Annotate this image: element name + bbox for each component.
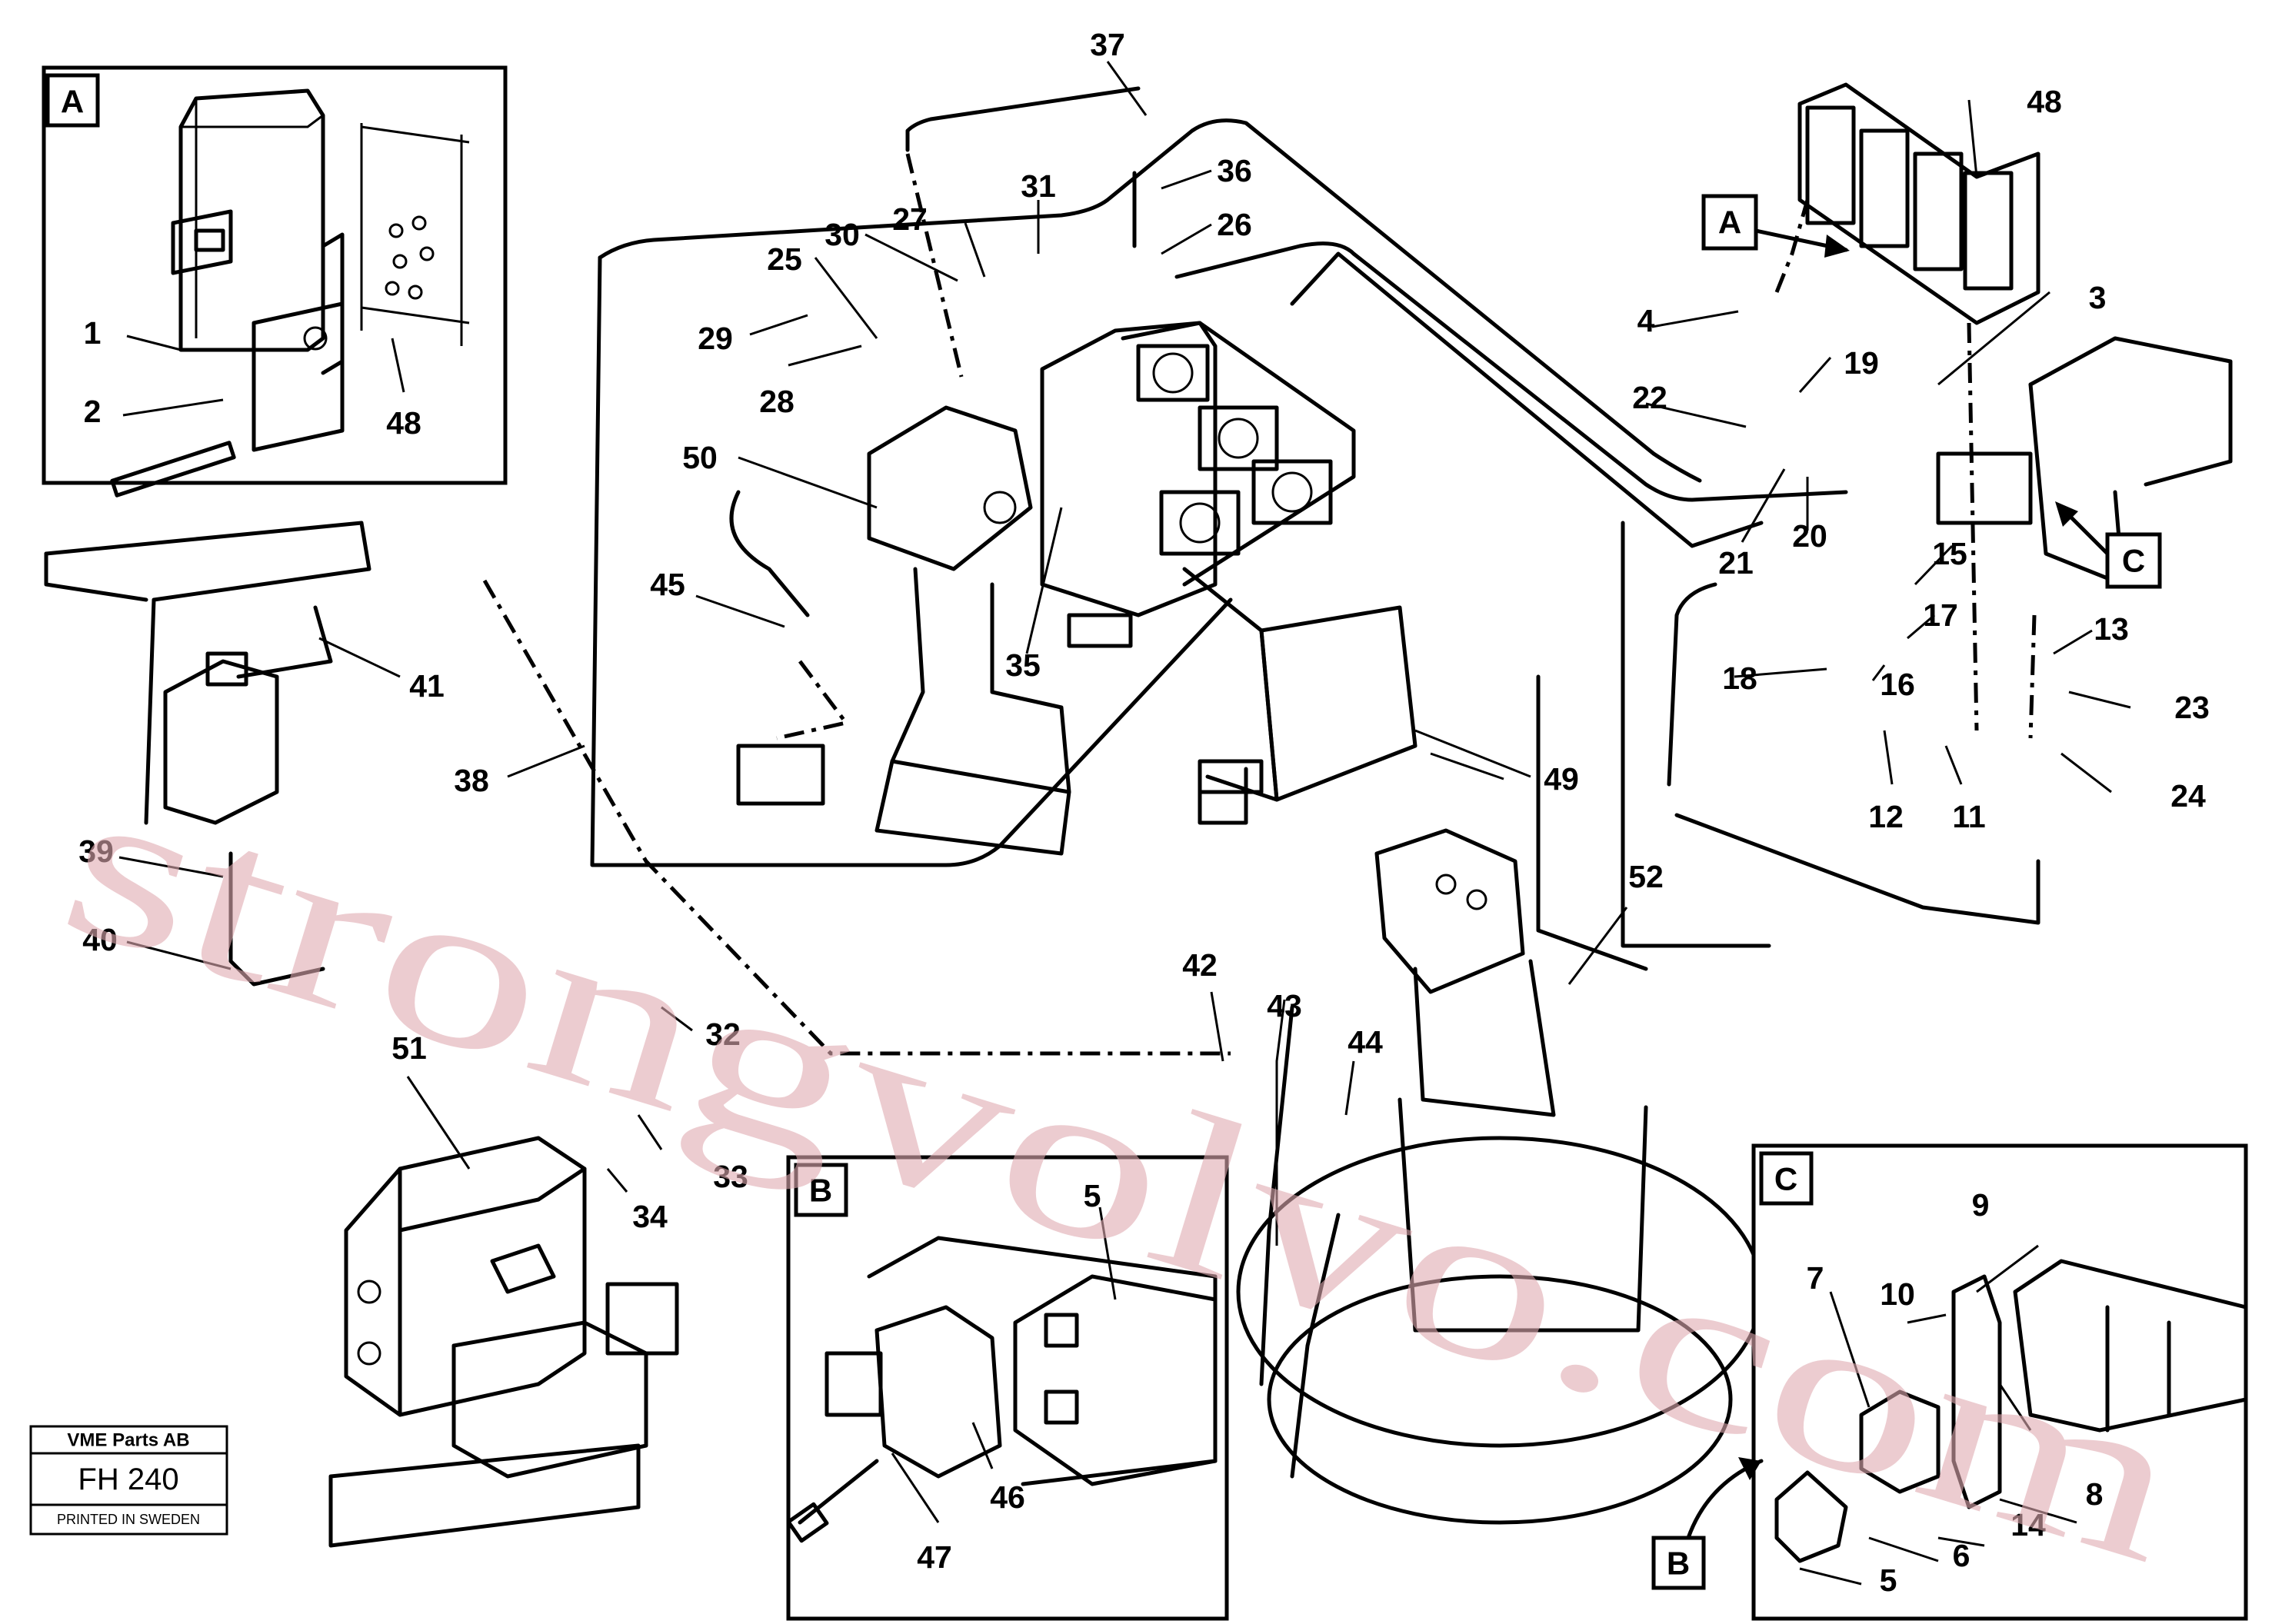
label-part-24: 24	[2170, 778, 2206, 814]
callout-c-inset: C	[1774, 1161, 1797, 1197]
label-part-16: 16	[1880, 667, 1915, 702]
label-part-44: 44	[1348, 1024, 1383, 1060]
stamp-company: VME Parts AB	[67, 1430, 189, 1451]
lower-valve-drawing	[328, 1136, 679, 1548]
label-part-7: 7	[1807, 1260, 1824, 1296]
inset-a: A 1 2 48	[42, 65, 508, 498]
stamp-printed: PRINTED IN SWEDEN	[57, 1512, 200, 1527]
joystick-drawing	[1236, 828, 1764, 1525]
label-part-33: 33	[713, 1159, 748, 1194]
label-part-43: 43	[1267, 988, 1302, 1023]
label-part-29: 29	[698, 321, 733, 356]
label-part-4: 4	[1637, 303, 1655, 338]
bracket-c-drawing	[1936, 336, 2233, 587]
main-part-labels: 37 36 26 31 27 30 25 29 28 50 35 45 41 3…	[78, 27, 2210, 1234]
label-part-26: 26	[1217, 207, 1252, 242]
label-part-51: 51	[391, 1030, 427, 1066]
callout-b-inset: B	[809, 1173, 832, 1209]
label-part-13: 13	[2094, 611, 2129, 647]
label-part-10: 10	[1880, 1276, 1915, 1312]
label-part-12: 12	[1868, 799, 1904, 834]
label-part-34: 34	[632, 1199, 668, 1234]
label-part-52: 52	[1628, 859, 1664, 894]
label-part-22: 22	[1632, 380, 1667, 415]
label-part-20: 20	[1792, 518, 1827, 554]
label-part-39: 39	[78, 834, 114, 869]
label-part-31: 31	[1021, 168, 1056, 204]
label-part-41: 41	[409, 668, 445, 704]
label-part-5-inset-b: 5	[1084, 1178, 1101, 1213]
bracket-left-drawing	[44, 521, 371, 987]
label-part-40: 40	[82, 922, 118, 957]
label-part-49: 49	[1544, 761, 1579, 797]
label-part-50: 50	[682, 440, 718, 475]
label-part-18: 18	[1722, 661, 1757, 696]
pilot-valve-pedestal	[729, 405, 1071, 856]
label-part-3: 3	[2089, 280, 2107, 315]
valve-block-assembly	[1040, 321, 1418, 825]
label-part-38: 38	[454, 763, 489, 798]
callout-c-main: C	[2122, 543, 2145, 579]
callout-b-main: B	[1667, 1546, 1690, 1582]
label-part-36: 36	[1217, 153, 1252, 188]
callout-a-inset: A	[61, 84, 84, 120]
label-part-47: 47	[917, 1539, 952, 1575]
label-part-45: 45	[650, 567, 685, 602]
main-callouts: A C	[1701, 194, 2162, 589]
label-part-48-main: 48	[2027, 84, 2062, 119]
label-part-46: 46	[990, 1479, 1025, 1515]
label-part-1: 1	[84, 315, 102, 351]
label-part-42: 42	[1182, 947, 1218, 983]
inset-b: B 5 46 47	[786, 1155, 1229, 1621]
solenoid-valve-drawing	[171, 88, 470, 452]
label-part-14: 14	[2010, 1507, 2046, 1542]
label-part-25: 25	[767, 241, 802, 277]
label-part-8: 8	[2086, 1476, 2104, 1512]
label-part-21: 21	[1718, 545, 1754, 581]
label-part-32: 32	[705, 1017, 741, 1052]
label-part-11: 11	[1952, 799, 1985, 834]
label-part-15: 15	[1932, 536, 1967, 571]
stamp-code: FH 240	[78, 1463, 178, 1496]
label-part-27: 27	[892, 201, 928, 237]
label-part-28: 28	[759, 384, 795, 419]
label-part-6: 6	[1953, 1538, 1971, 1573]
label-part-5-inset-c: 5	[1880, 1562, 1897, 1598]
label-part-9: 9	[1972, 1187, 1990, 1223]
vme-stamp: VME Parts AB FH 240 PRINTED IN SWEDEN	[29, 1425, 228, 1536]
label-part-2: 2	[84, 394, 102, 429]
label-part-35: 35	[1005, 647, 1041, 683]
label-part-17: 17	[1923, 597, 1958, 633]
label-part-48-inset: 48	[386, 405, 421, 441]
hydraulic-lines	[482, 86, 2040, 1479]
callout-a-main: A	[1718, 205, 1741, 241]
label-part-23: 23	[2174, 690, 2210, 725]
junction-block-drawing	[1797, 82, 2040, 325]
label-part-37: 37	[1090, 27, 1125, 62]
label-part-19: 19	[1844, 345, 1879, 381]
leader-lines	[118, 61, 2131, 1246]
label-part-30: 30	[825, 217, 860, 252]
inset-c: C 7 10 9 8 14 6 5 B	[1651, 1143, 2248, 1621]
